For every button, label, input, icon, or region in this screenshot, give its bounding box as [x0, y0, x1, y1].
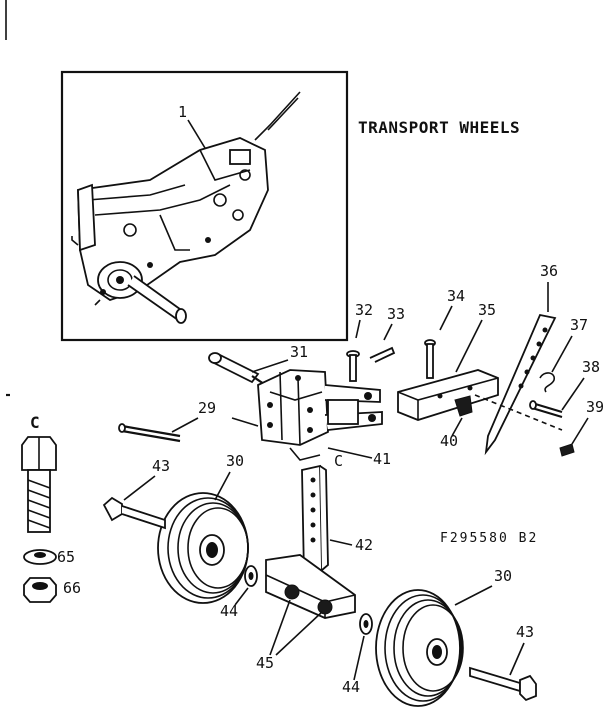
callout-44-right: 44 — [342, 678, 360, 696]
callout-43-left: 43 — [152, 457, 170, 475]
callout-30-left: 30 — [226, 452, 244, 470]
part-29-rod: 29 — [118, 399, 259, 443]
parts-37-38-39: 37 38 39 — [529, 316, 604, 457]
callout-65: 65 — [57, 548, 75, 566]
callout-32: 32 — [355, 301, 373, 319]
part-41-bracket: C 41 — [257, 369, 391, 470]
callout-40: 40 — [440, 432, 458, 450]
part-35-tube: 35 — [397, 301, 499, 421]
callout-35: 35 — [478, 301, 496, 319]
callout-45: 45 — [256, 654, 274, 672]
part-42-axle-bracket: 42 45 — [256, 464, 373, 672]
callout-30-right: 30 — [494, 567, 512, 585]
pins-32-33-34: 32 33 34 — [346, 287, 465, 382]
transmission-inset: 1 — [60, 70, 349, 342]
callout-41: 41 — [373, 450, 391, 468]
callout-33: 33 — [387, 305, 405, 323]
diagram-title: TRANSPORT WHEELS — [358, 118, 520, 137]
washer-44-right: 44 — [342, 613, 373, 696]
callout-29: 29 — [198, 399, 216, 417]
callout-1: 1 — [178, 103, 187, 121]
callout-39: 39 — [586, 398, 604, 416]
bolt-43-left: 43 — [102, 457, 170, 530]
callout-36: 36 — [540, 262, 558, 280]
callout-38: 38 — [582, 358, 600, 376]
hardware-label: C — [30, 413, 40, 432]
part-36-leg: 36 — [474, 262, 563, 456]
callout-43-right: 43 — [516, 623, 534, 641]
figure-code: F295580 B2 — [440, 531, 538, 546]
callout-44-left: 44 — [220, 602, 238, 620]
callout-34: 34 — [447, 287, 465, 305]
callout-66: 66 — [63, 579, 81, 597]
hardware-kit-c: C 65 66 — [21, 413, 81, 603]
bolt-43-right: 43 — [469, 623, 537, 702]
callout-42: 42 — [355, 536, 373, 554]
callout-41-c: C — [334, 452, 343, 470]
callout-37: 37 — [570, 316, 588, 334]
callout-31: 31 — [290, 343, 308, 361]
washer-44-left: 44 — [220, 565, 258, 620]
wheel-right: 30 — [375, 567, 512, 707]
wheel-left: 30 — [157, 452, 249, 604]
part-40-clip: 40 — [440, 395, 473, 450]
